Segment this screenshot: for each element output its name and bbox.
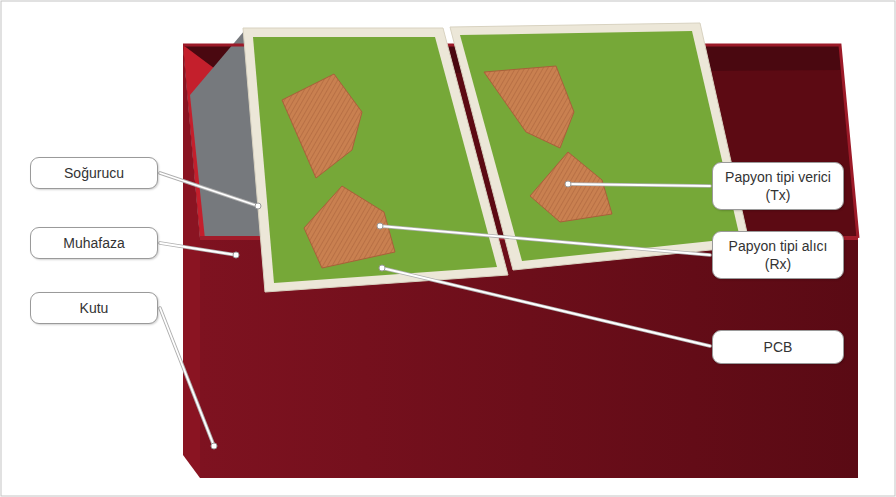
callout-box: Papyon tipi alıcı (Rx) bbox=[712, 231, 844, 279]
callout-label: Muhafaza bbox=[63, 234, 124, 252]
box-left-face bbox=[183, 45, 200, 478]
bowtie-patch bbox=[530, 152, 612, 222]
callout-box: Papyon tipi verici (Tx) bbox=[712, 162, 844, 210]
callout-label: Papyon tipi alıcı (Rx) bbox=[723, 237, 833, 273]
pcb-board bbox=[253, 37, 497, 283]
leader-dots bbox=[211, 181, 571, 449]
callout-box: Muhafaza bbox=[30, 227, 158, 259]
bowtie-patch bbox=[282, 74, 362, 178]
callout-box: Kutu bbox=[30, 292, 158, 324]
pcb-board bbox=[460, 31, 740, 261]
bowtie-patch bbox=[484, 66, 574, 148]
callout-label: PCB bbox=[764, 338, 793, 356]
bowtie-patch bbox=[304, 186, 395, 268]
absorber-frame bbox=[450, 23, 750, 270]
callout-label: Papyon tipi verici (Tx) bbox=[723, 168, 833, 204]
callout-label: Soğurucu bbox=[64, 164, 124, 182]
callout-label: Kutu bbox=[80, 299, 109, 317]
callout-box: Soğurucu bbox=[30, 157, 158, 189]
callout-box: PCB bbox=[712, 330, 844, 364]
leader-lines bbox=[160, 173, 710, 446]
